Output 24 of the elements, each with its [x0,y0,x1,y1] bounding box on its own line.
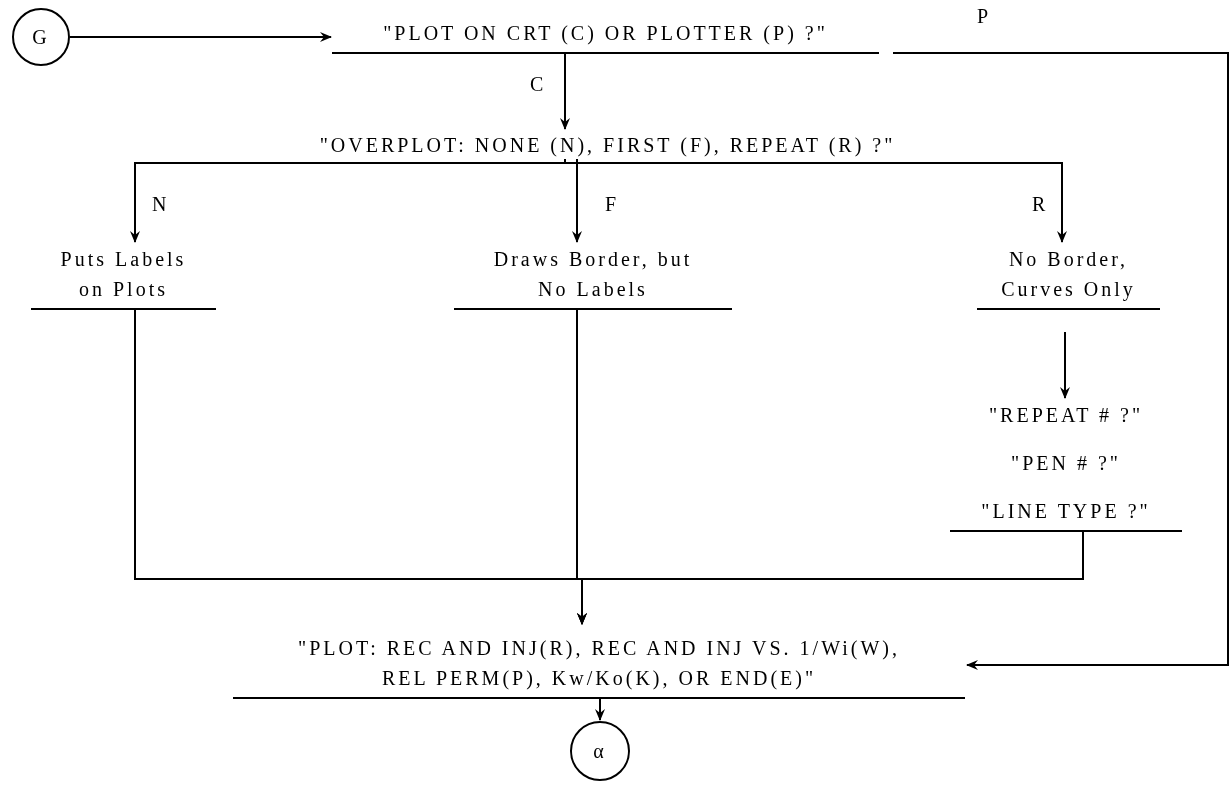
arrow [892,52,1229,670]
edge-label: R [1030,194,1048,214]
edge-label: C [528,74,546,94]
prompt-text: "REPEAT # ?" [988,403,1144,428]
prompt-text: Puts Labels on Plots [59,247,188,302]
prompt-text: G [32,25,50,50]
arrow [564,158,1067,243]
arrow [560,53,570,130]
prompt-text: No Border, Curves Only [1000,247,1137,303]
prompt-text: "PLOT: REC AND INJ(R), REC AND INJ VS. 1/Wi(W), REL PERM(P), Kw/Ko(K), OR END(E)" [297,636,901,692]
edge-label: N [150,194,169,214]
prompt-text: "LINE TYPE ?" [981,499,1151,524]
arrow [69,32,332,42]
arrow [1060,331,1070,399]
arrow [595,698,605,721]
prompt-text: Draws Border, but No Labels [492,247,694,302]
prompt-text: "PLOT ON CRT (C) OR PLOTTER (P) ?" [383,21,828,47]
prompt-text: "PEN # ?" [1011,451,1121,476]
edge-label: F [603,194,619,214]
prompt-text: "OVERPLOT: NONE (N), FIRST (F), REPEAT (R) ?" [319,133,896,159]
arrow [577,531,1084,625]
arrow [572,158,582,243]
prompt-text: α [593,739,607,764]
edge-label: P [975,6,991,26]
